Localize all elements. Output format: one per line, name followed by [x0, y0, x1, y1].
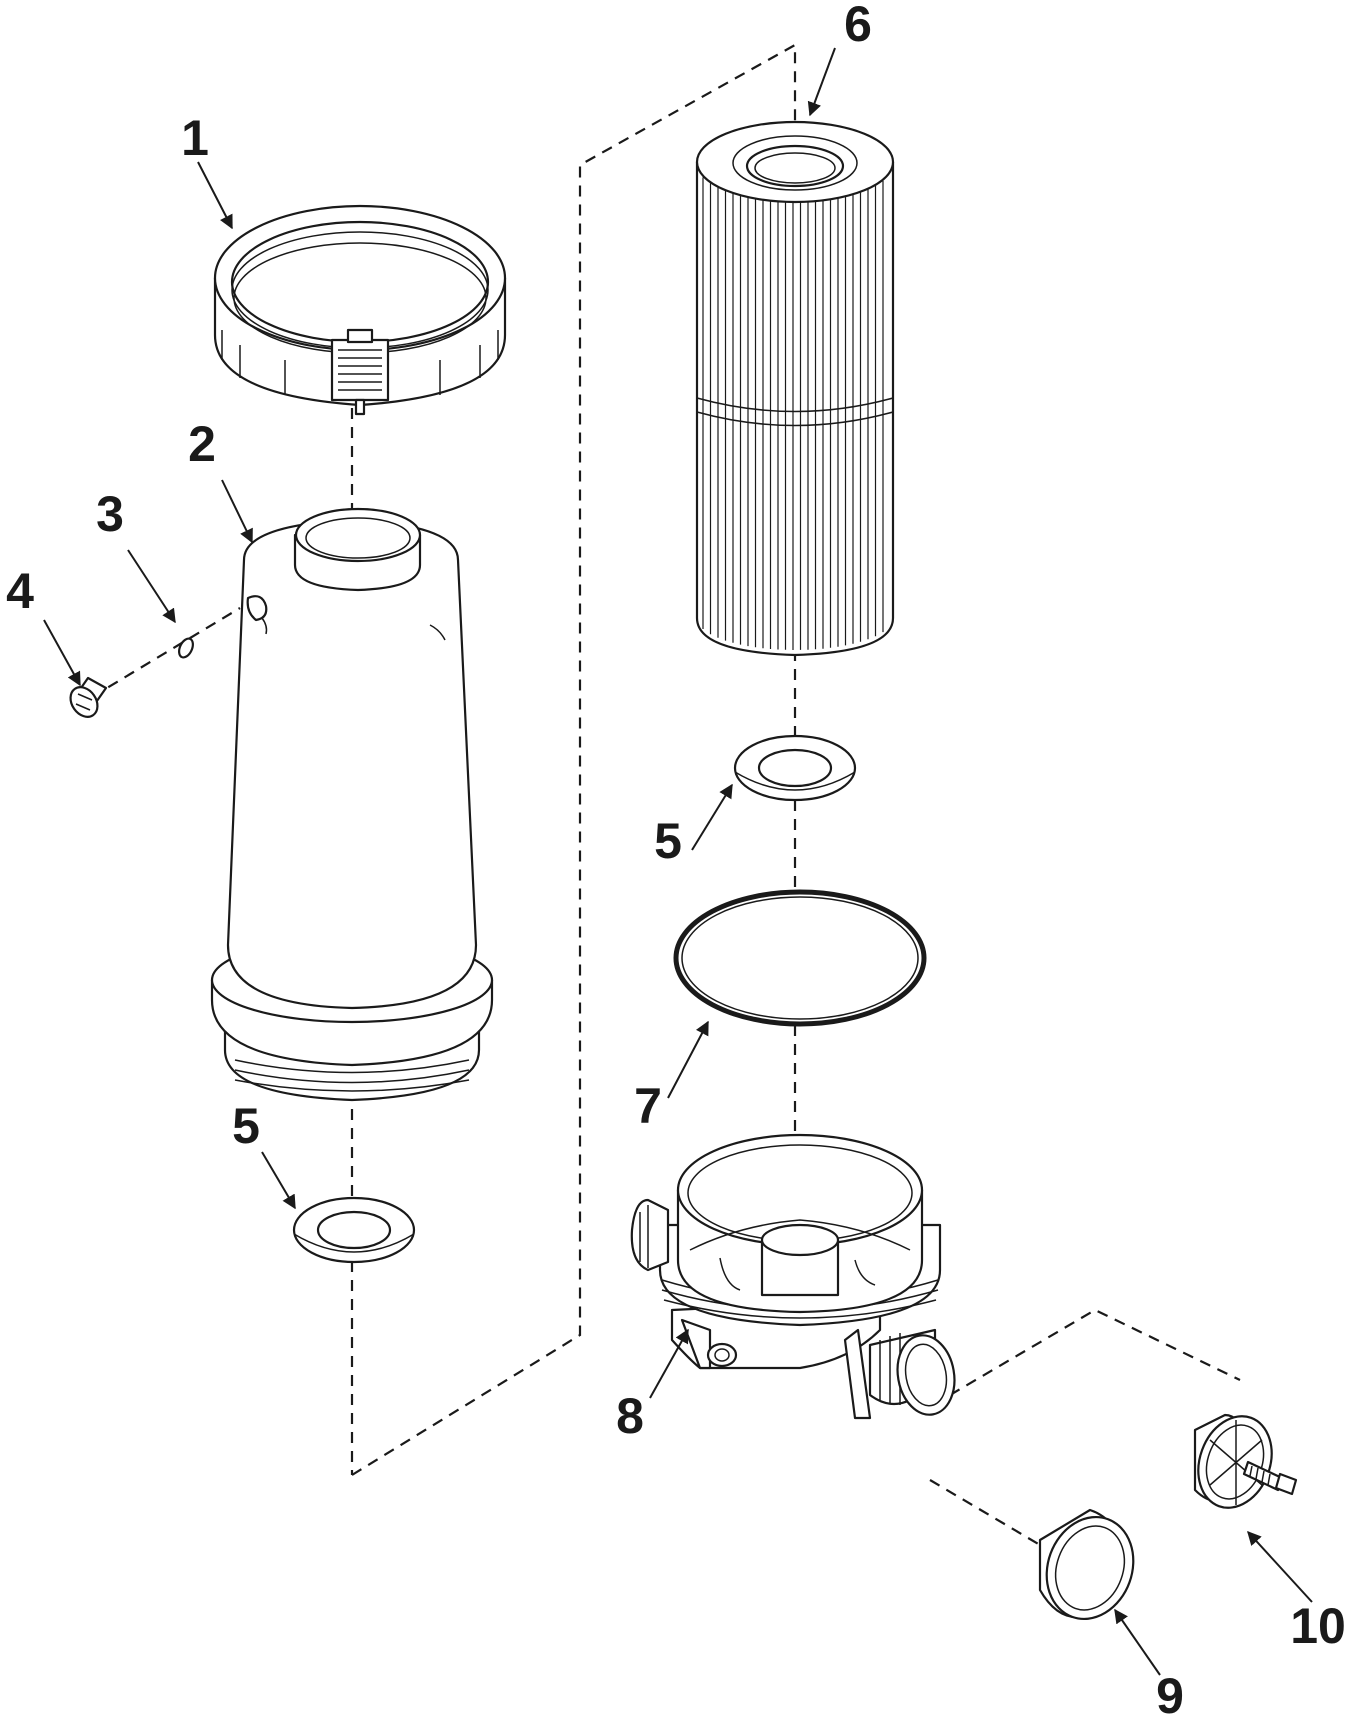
callout-9: 9 [1156, 1668, 1184, 1724]
callout-5-lower: 5 [232, 1098, 260, 1154]
callout-8: 8 [616, 1388, 644, 1444]
callout-leaders [43, 47, 1313, 1676]
filter-cartridge [695, 120, 895, 657]
drain-cap [69, 676, 108, 718]
callout-1: 1 [181, 110, 209, 166]
callout-5-upper: 5 [654, 813, 682, 869]
filter-tank [210, 507, 494, 1102]
o-ring-lower [292, 1196, 416, 1264]
callout-7: 7 [634, 1078, 662, 1134]
callout-labels: 1 2 3 4 5 6 5 7 8 9 10 [6, 0, 1346, 1724]
o-ring-upper [733, 734, 857, 802]
callout-4: 4 [6, 563, 34, 619]
callout-3: 3 [96, 486, 124, 542]
drain-o-ring [178, 637, 194, 659]
lock-ring [213, 204, 507, 416]
tank-o-ring [673, 889, 927, 1027]
callout-2: 2 [188, 416, 216, 472]
bleed-valve [1193, 1413, 1298, 1509]
filter-base [630, 1133, 956, 1420]
union-nut [1038, 1508, 1135, 1621]
callout-10: 10 [1290, 1598, 1346, 1654]
callout-6: 6 [844, 0, 872, 52]
